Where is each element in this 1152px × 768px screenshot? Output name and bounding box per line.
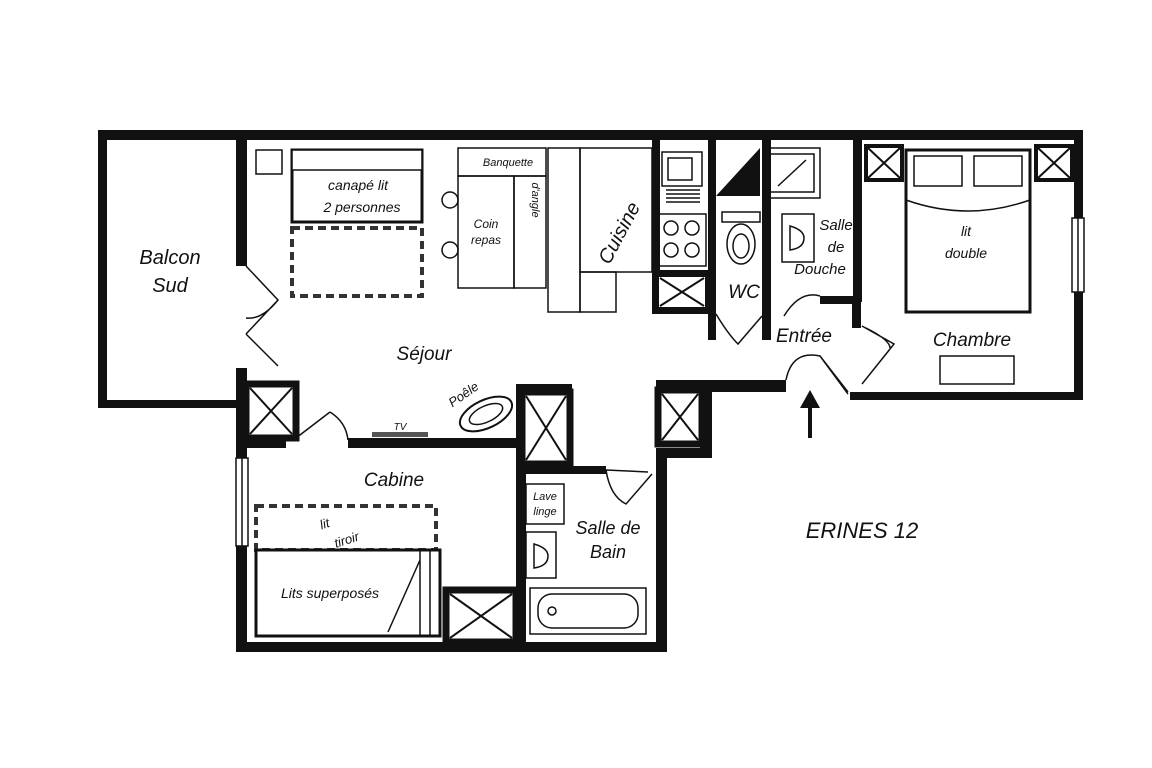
duct-box	[442, 586, 520, 646]
douche-label-line2: de	[828, 239, 845, 256]
tv-label: TV	[394, 422, 408, 433]
lit-tiroir-label-line1: lit	[318, 515, 333, 533]
lave-linge-label-line1: Lave	[533, 491, 557, 503]
plan-name: ERINES 12	[806, 518, 919, 543]
duct-box	[654, 386, 706, 448]
entree-label: Entrée	[776, 326, 832, 347]
duct-box	[653, 271, 711, 313]
coin-repas-label-line1: Coin	[474, 217, 499, 231]
salle-bain-label-line2: Bain	[590, 542, 626, 562]
douche-door	[783, 294, 821, 317]
duct-boxes	[242, 144, 1074, 646]
balcon-label-line1: Balcon	[139, 247, 200, 269]
angle-label: d'angle	[529, 182, 541, 217]
duct-box	[518, 388, 574, 468]
cuisine-label: Cuisine	[594, 199, 645, 268]
doors	[245, 265, 896, 505]
sejour-label: Séjour	[397, 344, 453, 365]
lit-tiroir-label-line2: tiroir	[332, 528, 361, 550]
lave-linge-label-line2: linge	[533, 506, 556, 518]
cabine-door	[295, 411, 349, 441]
duct-box	[1034, 144, 1074, 182]
bain-door	[605, 469, 653, 505]
lit-double-label-line2: double	[945, 245, 987, 261]
wc-duct	[716, 148, 760, 196]
salle-bain-label-line1: Salle de	[575, 518, 640, 538]
chambre-label: Chambre	[933, 330, 1011, 351]
canape-label-line2: 2 personnes	[322, 199, 400, 215]
lits-superposes-label: Lits superposés	[281, 585, 379, 601]
canape-label-line1: canapé lit	[328, 177, 389, 193]
banquette-label: Banquette	[483, 157, 533, 169]
wc-label: WC	[728, 282, 760, 303]
lit-double-label-line1: lit	[961, 223, 972, 239]
douche-label-line1: Salle	[819, 217, 852, 234]
entrance-arrow	[800, 390, 820, 438]
chambre-door	[861, 325, 896, 385]
balcon-label-line2: Sud	[152, 275, 188, 297]
cabine-label: Cabine	[364, 470, 424, 491]
furniture	[254, 147, 1032, 638]
wc-door	[715, 313, 763, 346]
entry-door	[785, 354, 849, 395]
coin-repas-label-line2: repas	[471, 233, 501, 247]
duct-box	[242, 380, 300, 442]
douche-label-line3: Douche	[794, 261, 846, 278]
duct-box	[864, 144, 904, 182]
labels: Balcon Sud Séjour canapé lit 2 personnes…	[139, 157, 1011, 601]
balcony-door	[245, 265, 280, 367]
windows	[235, 217, 1085, 547]
